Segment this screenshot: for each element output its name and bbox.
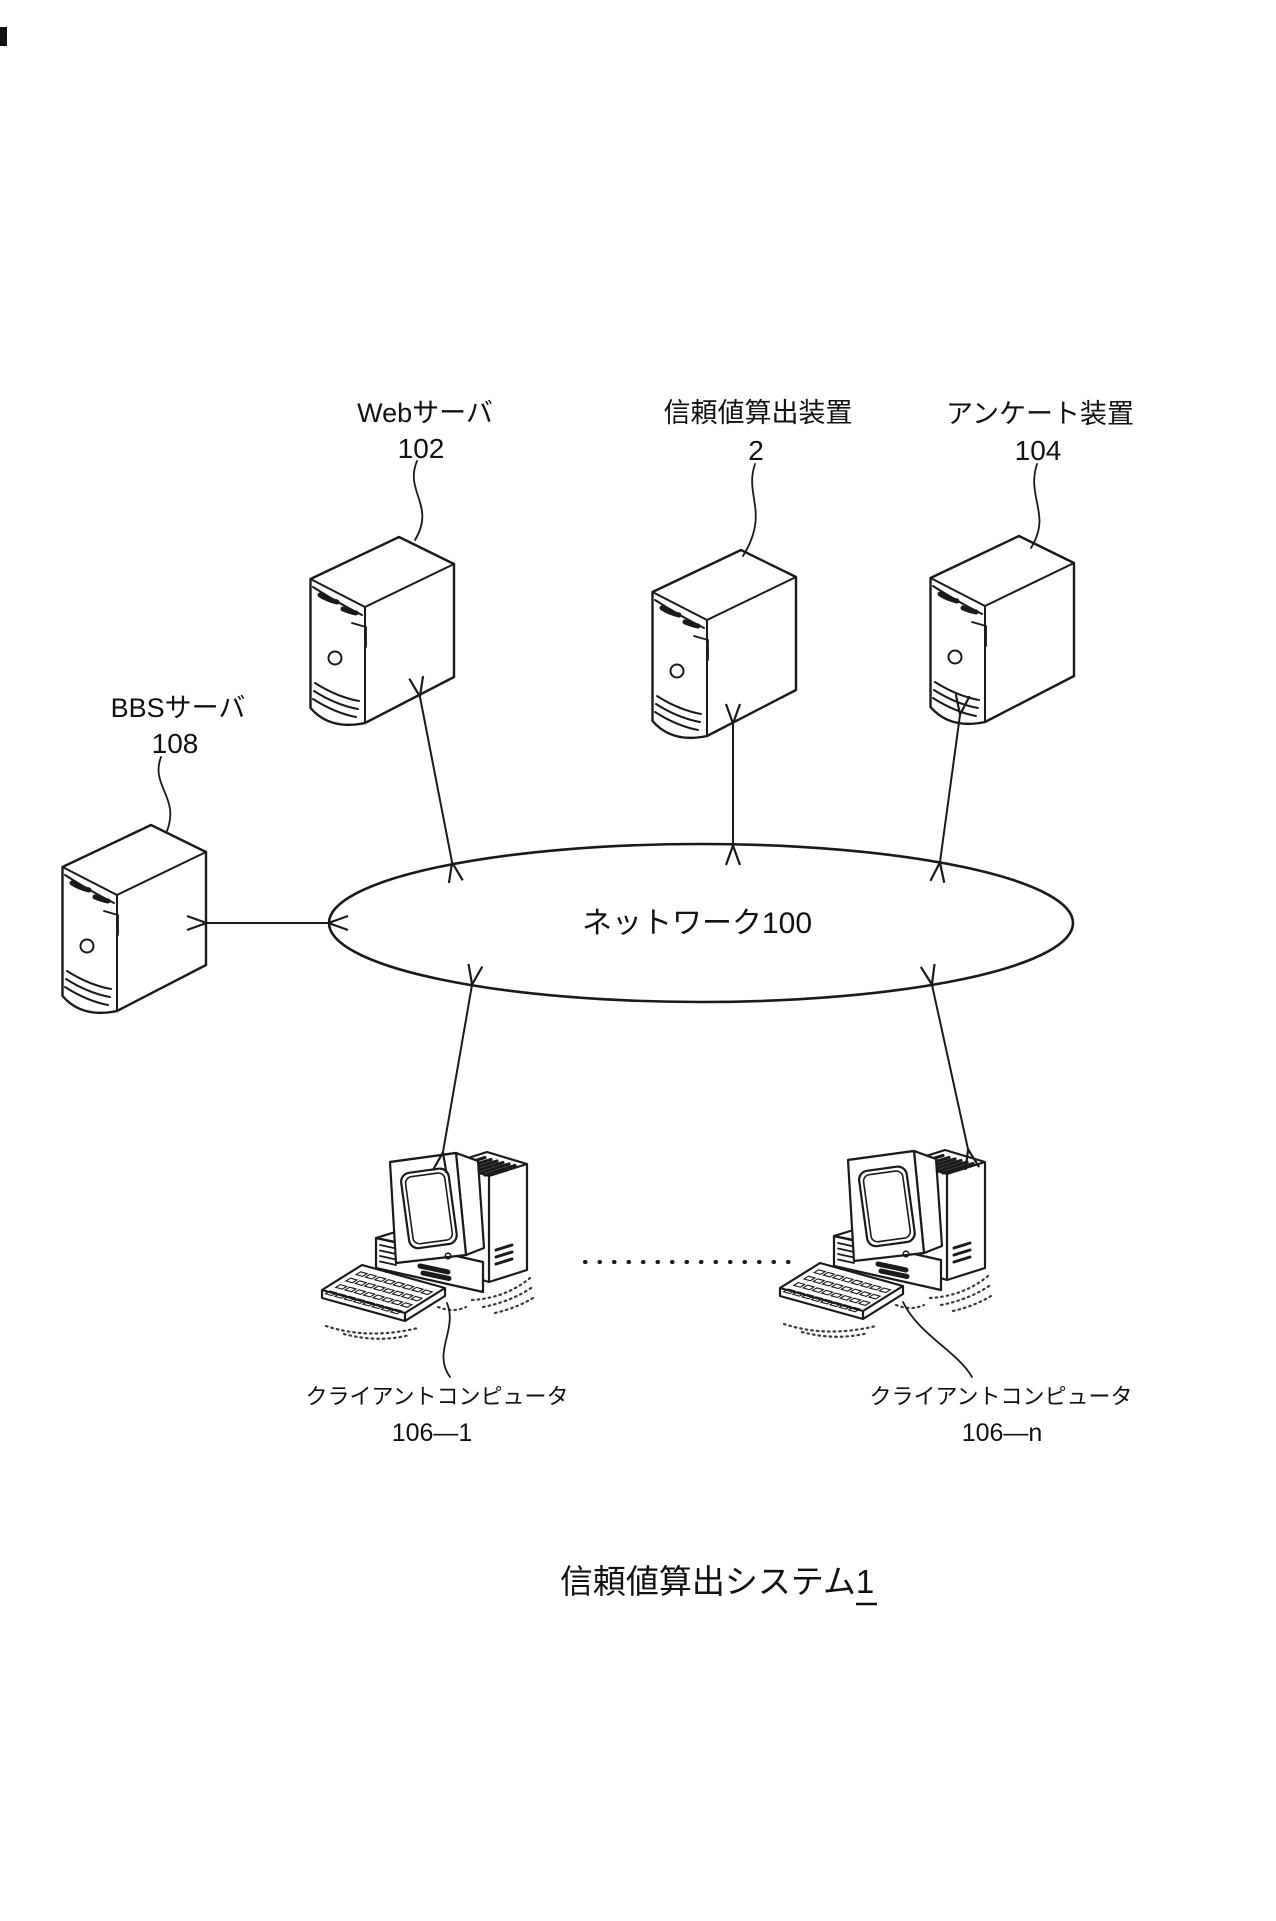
trust-calc-device-label: 信頼値算出装置 <box>664 398 853 428</box>
survey-device-ref: 104 <box>1015 435 1062 466</box>
web-server-ref: 102 <box>398 433 445 464</box>
client-computer-n-icon <box>780 1150 994 1337</box>
arrow-survey-network <box>940 715 960 862</box>
arrow-web-network <box>420 697 452 862</box>
leader-102 <box>412 460 424 541</box>
client-1-label: クライアントコンピュータ <box>305 1384 568 1409</box>
trust-calc-device-ref: 2 <box>748 435 764 466</box>
network-label: ネットワーク100 <box>582 907 812 940</box>
client-computer-1-icon <box>322 1152 536 1339</box>
leader-108 <box>157 756 172 832</box>
bbs-server-icon <box>63 825 207 1013</box>
trust-calc-device-icon <box>653 550 797 738</box>
arrow-clientn-network <box>932 985 968 1149</box>
survey-device-icon <box>931 536 1075 724</box>
scan-artifact <box>0 27 7 46</box>
leader-106-1 <box>442 1302 451 1378</box>
caption-text: 信頼値算出システム <box>560 1563 856 1600</box>
leader-2 <box>742 463 757 557</box>
leader-lines <box>157 460 1041 1378</box>
client-1-ref: 106—1 <box>392 1419 473 1447</box>
client-n-ref: 106—n <box>962 1419 1043 1447</box>
leader-106-n <box>902 1301 973 1378</box>
client-n-label: クライアントコンピュータ <box>869 1384 1132 1409</box>
caption-system-number: 1 <box>856 1563 874 1600</box>
survey-device-label: アンケート装置 <box>946 399 1134 429</box>
bbs-server-label: BBSサーバ <box>111 693 246 723</box>
web-server-icon <box>311 537 455 725</box>
leader-104 <box>1030 463 1041 549</box>
arrow-client1-network <box>443 985 472 1152</box>
web-server-label: Webサーバ <box>357 398 493 428</box>
bbs-server-ref: 108 <box>152 728 199 759</box>
network-connectors <box>207 697 968 1152</box>
figure-caption: 信頼値算出システム1 <box>560 1563 874 1600</box>
